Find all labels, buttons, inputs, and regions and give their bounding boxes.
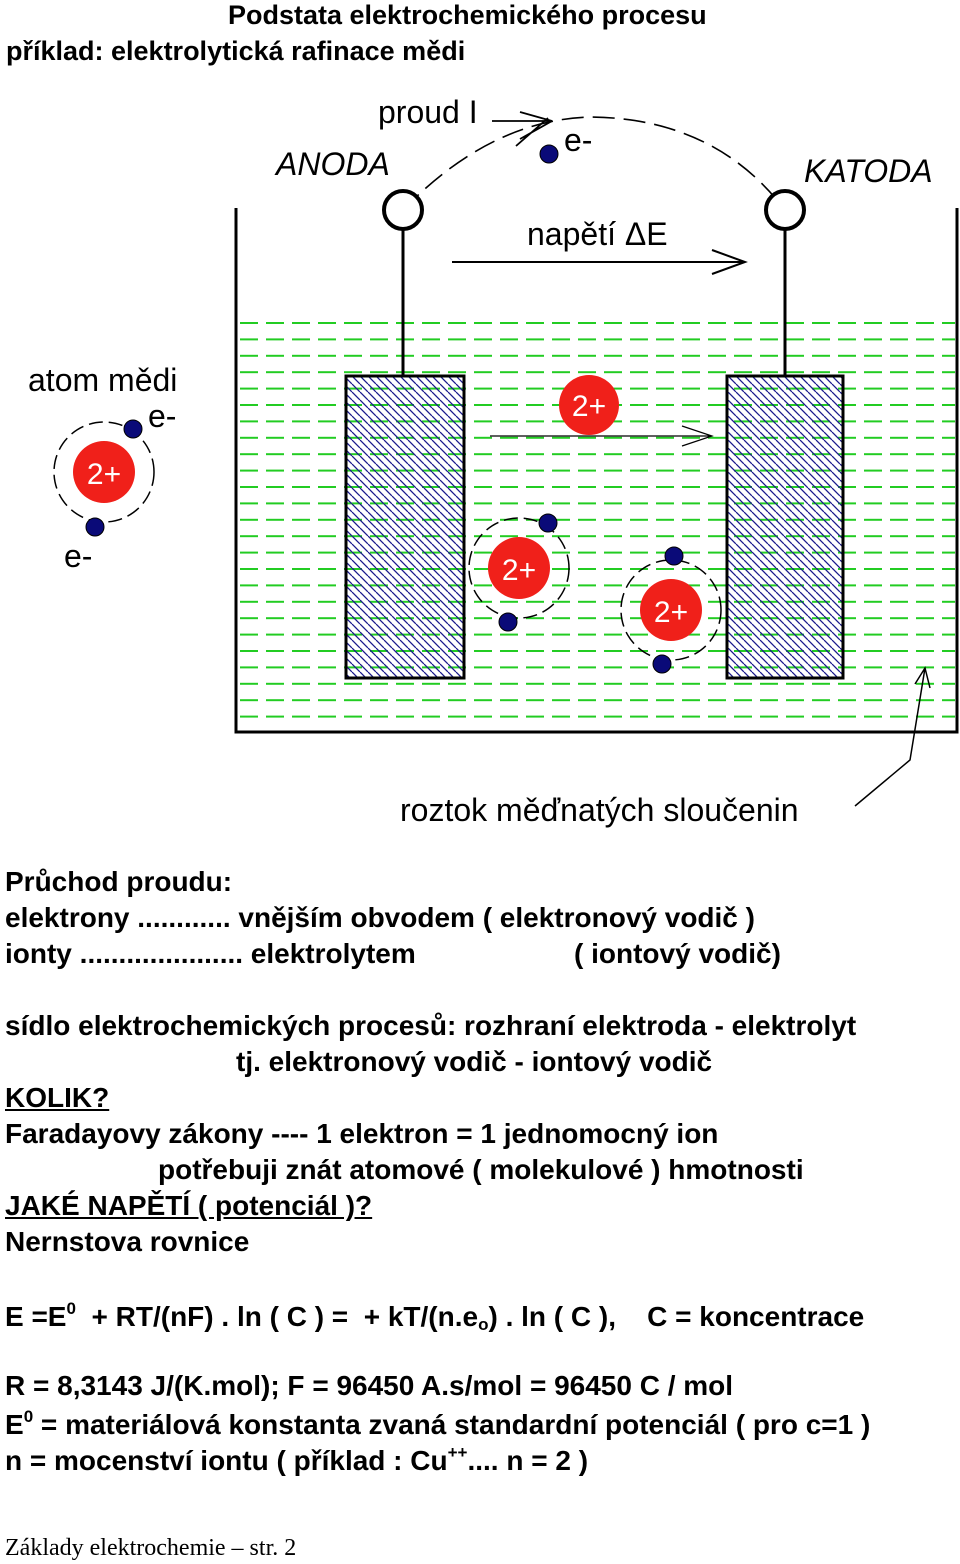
electron-label-external: e- xyxy=(564,122,593,158)
cathode-terminal xyxy=(764,189,806,231)
eq-end: ) . ln ( C ), C = koncentrace xyxy=(488,1301,865,1332)
footer: Základy elektrochemie – str. 2 xyxy=(5,1535,297,1561)
electron-middle-bottom xyxy=(498,612,518,632)
voltage-label-text: napětí xyxy=(527,216,625,252)
e0-superscript: 0 xyxy=(23,1407,34,1426)
external-circuit-arc xyxy=(402,116,786,211)
ion-migration-arrow xyxy=(490,425,714,447)
solution-label: roztok měďnatých sloučenin xyxy=(400,792,799,828)
e0-e: E xyxy=(5,1409,24,1440)
electron-left-top xyxy=(123,419,143,439)
title-line-2: příklad: elektrolytická rafinace mědi xyxy=(6,36,466,66)
delta-e-symbol: ΔE xyxy=(624,216,668,252)
eq-middle: + RT/(nF) . ln ( C ) = + kT/(n.e xyxy=(75,1301,479,1332)
ions-line-a: ionty ..................... elektrolytem xyxy=(5,938,416,969)
eq-eo-subscript: o xyxy=(478,1315,489,1334)
cathode-electrode xyxy=(725,374,845,680)
faraday-line-2: potřebuji znát atomové ( molekulové ) hm… xyxy=(158,1154,804,1185)
electrolysis-diagram: 2+ 2+ 2+ 2+ xyxy=(53,111,959,807)
cathode-label: KATODA xyxy=(804,153,933,189)
electron-label-atom-bottom: e- xyxy=(64,538,93,574)
atom-orbit-middle xyxy=(468,517,570,619)
title-line-1: Podstata elektrochemického procesu xyxy=(228,0,707,30)
atom-orbit-left xyxy=(53,421,155,523)
eq-e0-superscript: 0 xyxy=(66,1299,76,1318)
atom-nucleus-right xyxy=(640,579,702,641)
n-superscript: ++ xyxy=(447,1443,468,1462)
passage-title: Průchod proudu: xyxy=(5,866,233,897)
eq-e: E =E xyxy=(5,1301,67,1332)
e0-rest: = materiálová konstanta zvaná standardní… xyxy=(33,1409,871,1440)
anode-label: ANODA xyxy=(276,146,390,182)
electron-middle-top xyxy=(538,513,558,533)
atom-nucleus-middle xyxy=(488,537,550,599)
ion-free-charge: 2+ xyxy=(572,390,606,423)
electron-left-bottom xyxy=(85,517,105,537)
constants-line: R = 8,3143 J/(K.mol); F = 96450 A.s/mol … xyxy=(5,1370,734,1401)
nernst-equation: E =E0 + RT/(nF) . ln ( C ) = + kT/(n.eo)… xyxy=(5,1300,864,1333)
current-arrow xyxy=(492,111,553,147)
seat-line: sídlo elektrochemických procesů: rozhran… xyxy=(5,1010,857,1041)
tank xyxy=(234,208,959,734)
anode-terminal xyxy=(382,189,424,231)
voltage-arrow xyxy=(452,249,748,275)
atom-nucleus-left-charge: 2+ xyxy=(87,458,121,491)
n-line-b: .... n = 2 ) xyxy=(467,1445,589,1476)
voltage-question: JAKÉ NAPĚTÍ ( potenciál )? xyxy=(5,1190,373,1221)
atom-nucleus-right-charge: 2+ xyxy=(654,596,688,629)
voltage-label: napětí ΔE xyxy=(527,218,668,250)
kolik-heading: KOLIK? xyxy=(5,1082,110,1113)
electron-right-top xyxy=(664,546,684,566)
electrons-line: elektrony ............ vnějším obvodem (… xyxy=(5,902,755,933)
electron-label-atom-top: e- xyxy=(148,398,177,434)
n-definition: n = mocenství iontu ( příklad : Cu++....… xyxy=(5,1444,588,1475)
atom-label: atom mědi xyxy=(28,362,178,398)
ion-free xyxy=(559,375,619,435)
anode-electrode xyxy=(344,374,466,680)
faraday-line: Faradayovy zákony ---- 1 elektron = 1 je… xyxy=(5,1118,719,1149)
seat-line-2: tj. elektronový vodič - iontový vodič xyxy=(236,1046,713,1077)
current-label: proud I xyxy=(378,94,478,130)
electron-external xyxy=(539,144,559,164)
e0-definition: E0 = materiálová konstanta zvaná standar… xyxy=(5,1408,870,1439)
atom-nucleus-middle-charge: 2+ xyxy=(502,554,536,587)
solution-pointer-line xyxy=(854,666,931,807)
electron-right-bottom xyxy=(652,654,672,674)
atom-nucleus-left xyxy=(73,441,135,503)
nernst-heading: Nernstova rovnice xyxy=(5,1226,250,1257)
ions-line-b: ( iontový vodič) xyxy=(574,938,781,969)
n-line-a: n = mocenství iontu ( příklad : Cu xyxy=(5,1445,448,1476)
atom-orbit-right xyxy=(620,559,722,661)
